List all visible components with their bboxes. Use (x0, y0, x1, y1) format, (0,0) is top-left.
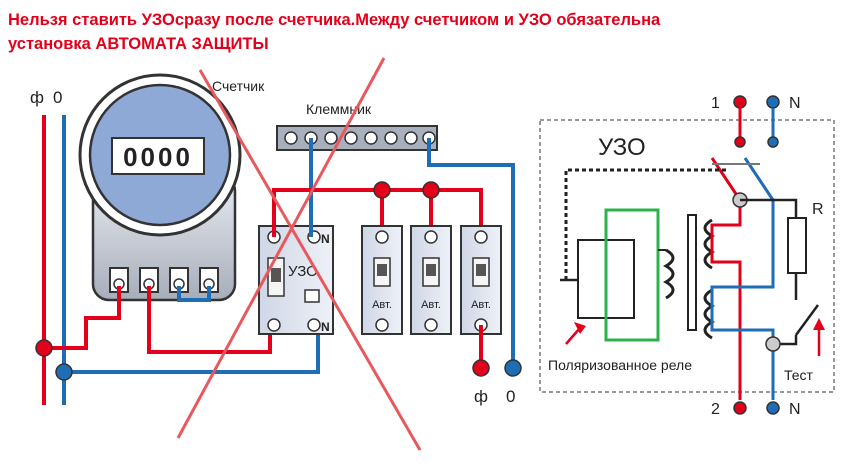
test-label: Тест (784, 367, 814, 383)
lower-node (765, 336, 781, 352)
top-neutral-contact (767, 136, 779, 148)
zero-junction (55, 363, 73, 381)
transformer-winding-lower (703, 288, 716, 340)
warning-line-2: установка АВТОМАТА ЗАЩИТЫ (8, 35, 269, 53)
rcd-n-bottom: N (321, 320, 330, 334)
bottom-neutral-terminal (766, 401, 780, 415)
wire-terminal-neutral-out (427, 138, 515, 368)
incoming-zero-label: 0 (53, 88, 62, 107)
bottom-phase-label: 2 (711, 401, 720, 418)
rcd-label: УЗО (288, 263, 318, 280)
electric-meter: 0000 (78, 73, 242, 302)
relay-coil-frame (604, 208, 660, 342)
top-neutral-label: N (789, 95, 801, 112)
test-switch (794, 304, 820, 336)
breaker-3-label: Авт. (471, 299, 491, 311)
relay-label: Поляризованное реле (548, 357, 692, 373)
phase-junction (35, 339, 53, 357)
circuit-breaker-2 (410, 225, 452, 335)
rcd-schematic-frame (539, 119, 835, 393)
circuit-breaker-1 (361, 225, 403, 335)
phase-path (710, 200, 742, 400)
breaker-2-label: Авт. (421, 299, 441, 311)
top-phase-contact (734, 136, 746, 148)
meter-display: 0000 (123, 142, 193, 172)
warning-text: Нельзя ставить УЗОсразу после счетчика.М… (8, 8, 858, 56)
top-phase-label: 1 (711, 95, 720, 112)
relay-arrow-shaft (565, 327, 581, 345)
output-phase-label: ф (474, 387, 488, 406)
wire-meter-out-phase (147, 286, 272, 354)
busbar-junction-2 (422, 181, 440, 199)
resistor (787, 217, 807, 274)
output-zero-label: 0 (506, 387, 515, 406)
output-zero-terminal (504, 359, 522, 377)
incoming-phase-label: ф (30, 88, 44, 107)
bottom-neutral-label: N (789, 401, 801, 418)
resistor-wire (740, 198, 798, 218)
wire-zero-to-uzo (64, 326, 320, 374)
cross-line-1 (198, 69, 422, 451)
resistor-label: R (812, 201, 824, 218)
relay-coil-winding (662, 248, 675, 300)
test-arrow-icon (813, 318, 825, 330)
mechanical-link (564, 168, 728, 280)
circuit-breaker-3 (460, 225, 502, 335)
left-diagram: ф 0 0000 Счетчик Клеммник (30, 57, 522, 451)
wire-meter-zero-loop (177, 286, 211, 302)
wire-meter-phase-in (44, 286, 121, 350)
breaker-1-label: Авт. (372, 299, 392, 311)
warning-line-1: Нельзя ставить УЗОсразу после счетчика.М… (8, 11, 661, 29)
cross-line-2 (176, 57, 386, 439)
busbar-junction-1 (373, 181, 391, 199)
meter-label: Счетчик (212, 78, 265, 94)
transformer-core (687, 214, 697, 331)
top-phase-terminal (733, 95, 747, 109)
schematic-title: УЗО (598, 134, 646, 161)
transformer-winding-upper (703, 218, 716, 270)
terminal-block (276, 125, 438, 151)
right-diagram: 1 N УЗО R (539, 95, 835, 418)
terminal-block-label: Клеммник (306, 101, 372, 117)
top-neutral-terminal (766, 95, 780, 109)
rcd-n-top: N (321, 232, 330, 246)
bottom-phase-terminal (733, 401, 747, 415)
neutral-path (710, 200, 775, 400)
output-phase-terminal (472, 359, 490, 377)
